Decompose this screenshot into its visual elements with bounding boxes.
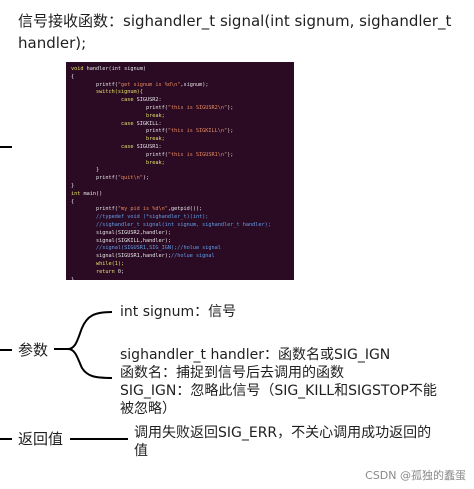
code-line: //typedef void (*sighandler_t)(int); [96, 214, 209, 221]
code-line: printf("this is SIGKILL\n"); [71, 128, 234, 135]
code-line: signal(SIGUSR1,handler);//holue signal [71, 253, 215, 260]
code-line: { [71, 198, 75, 205]
branch-line-ret-right [70, 438, 128, 440]
code-line: while(1); [96, 260, 125, 267]
code-line: } [71, 167, 100, 174]
branch-line-ret-left [0, 438, 12, 440]
code-line: } [71, 182, 75, 189]
code-line: break; [145, 112, 165, 119]
code-line: //sighandler_t signal(int signum, sighan… [96, 221, 271, 228]
code-line: } [71, 276, 75, 280]
ret-label: 返回值 [18, 430, 64, 448]
param-handler-line: 被忽略） [120, 401, 176, 417]
code-line: case SIGUSR1: [120, 143, 162, 150]
code-line: printf("quit\n"); [71, 175, 150, 182]
ret-desc-line: 调用失败返回SIG_ERR，不关心调用成功返回的 [134, 425, 432, 441]
code-line: switch(signum){ [96, 89, 143, 96]
code-line: printf("this is SIGUSR2\n"); [71, 104, 234, 111]
code-line: printf("my pid is %d\n",getpid()); [71, 206, 203, 213]
code-line: break; [145, 159, 165, 166]
code-line: signal(SIGUSR2,handler); [71, 229, 171, 236]
code-screenshot: void handler(int signum){ printf("get si… [66, 62, 294, 280]
code-line: printf("get signum is %d\n",signum); [71, 81, 209, 88]
code-line: signal(SIGKILL,handler); [71, 237, 171, 244]
code-line: { [71, 73, 75, 80]
param-signum: int signum：信号 [120, 304, 237, 320]
params-bracket [54, 311, 113, 379]
code-line: //signal(SIGUSR1,SIG_IGN);//holue signal [96, 245, 221, 252]
param-handler-desc: sighandler_t handler：函数名或SIG_IGN 函数名：捕捉到… [120, 346, 465, 418]
branch-line-params-left [0, 349, 12, 351]
code-line: printf("this is SIGUSR1\n"); [71, 151, 234, 158]
param-handler-line: 函数名：捕捉到信号后去调用的函数 [120, 365, 344, 381]
code-line: break; [145, 136, 165, 143]
code-line: return 0; [96, 268, 125, 275]
code-line: case SIGKILL: [120, 120, 162, 127]
param-handler-line: sighandler_t handler：函数名或SIG_IGN [120, 347, 391, 363]
code-line: case SIGUSR2: [120, 97, 162, 104]
signal-signature: 信号接收函数：sighandler_t signal(int signum, s… [18, 12, 452, 52]
params-label: 参数 [18, 341, 49, 359]
param-handler-line: SIG_IGN：忽略此信号（SIG_KILL和SIGSTOP不能 [120, 383, 437, 399]
ret-desc: 调用失败返回SIG_ERR，不关心调用成功返回的 值 [134, 424, 469, 460]
ret-desc-line: 值 [134, 443, 148, 459]
code-line: int main() [71, 190, 103, 197]
code-line: void handler(int signum) [71, 66, 146, 72]
csdn-watermark: CSDN @孤独的蠢蛋 [365, 469, 466, 482]
branch-line-code [0, 146, 12, 148]
